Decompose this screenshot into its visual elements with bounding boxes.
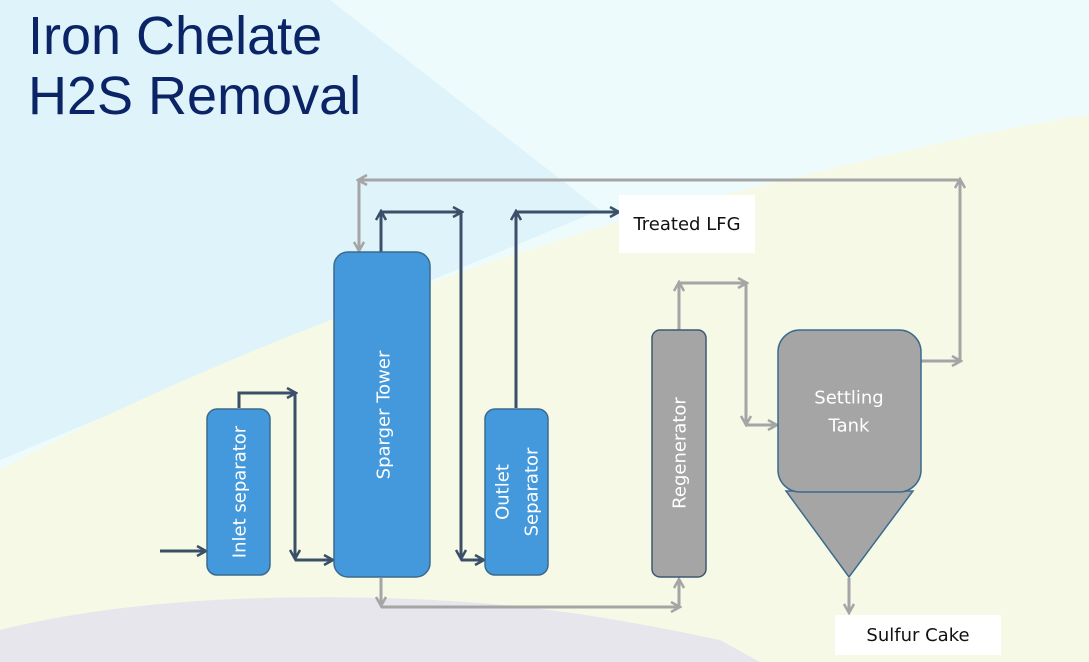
- stream-inlet-separator-overhead: [237, 393, 295, 408]
- unit-sparger-tower[interactable]: Sparger Tower: [333, 251, 431, 578]
- slide-title-line2: H2S Removal: [28, 66, 362, 126]
- slide-title-line1: Iron Chelate: [28, 6, 323, 66]
- unit-outlet-separator[interactable]: Outlet Separator: [484, 408, 549, 576]
- regenerator-label: Regenerator: [670, 397, 691, 509]
- settling-tank-cone: [784, 490, 915, 579]
- sparger-tower-vessel: [333, 251, 431, 578]
- inlet-separator-label: Inlet separator: [230, 425, 251, 558]
- outlet-separator-label-line2: Separator: [522, 447, 543, 536]
- inlet-separator-vessel: [206, 408, 271, 576]
- background-light-blue-wedge: [0, 0, 600, 460]
- output-treated-lfg: Treated LFG: [619, 195, 755, 253]
- liquid-streams: [359, 180, 960, 612]
- gas-streams: [160, 212, 618, 560]
- regenerator-vessel: [651, 329, 707, 578]
- settling-tank-body: [777, 329, 922, 493]
- outlet-separator-label-line1: Outlet: [493, 464, 514, 520]
- output-sulfur-cake: Sulfur Cake: [835, 615, 1001, 655]
- unit-regenerator[interactable]: Regenerator: [651, 329, 707, 578]
- sulfur-cake-label: Sulfur Cake: [866, 624, 970, 646]
- unit-settling-tank[interactable]: Settling Tank: [777, 329, 922, 579]
- sparger-tower-label: Sparger Tower: [374, 350, 395, 479]
- background-lavender-wave: [0, 597, 760, 662]
- treated-lfg-label: Treated LFG: [633, 213, 741, 235]
- settling-tank-label-line1: Settling: [814, 388, 883, 409]
- slide-title: Iron Chelate H2S Removal: [28, 6, 361, 126]
- settling-tank-label-line2: Tank: [828, 416, 870, 437]
- unit-inlet-separator[interactable]: Inlet separator: [206, 408, 271, 576]
- outlet-separator-vessel: [484, 408, 549, 576]
